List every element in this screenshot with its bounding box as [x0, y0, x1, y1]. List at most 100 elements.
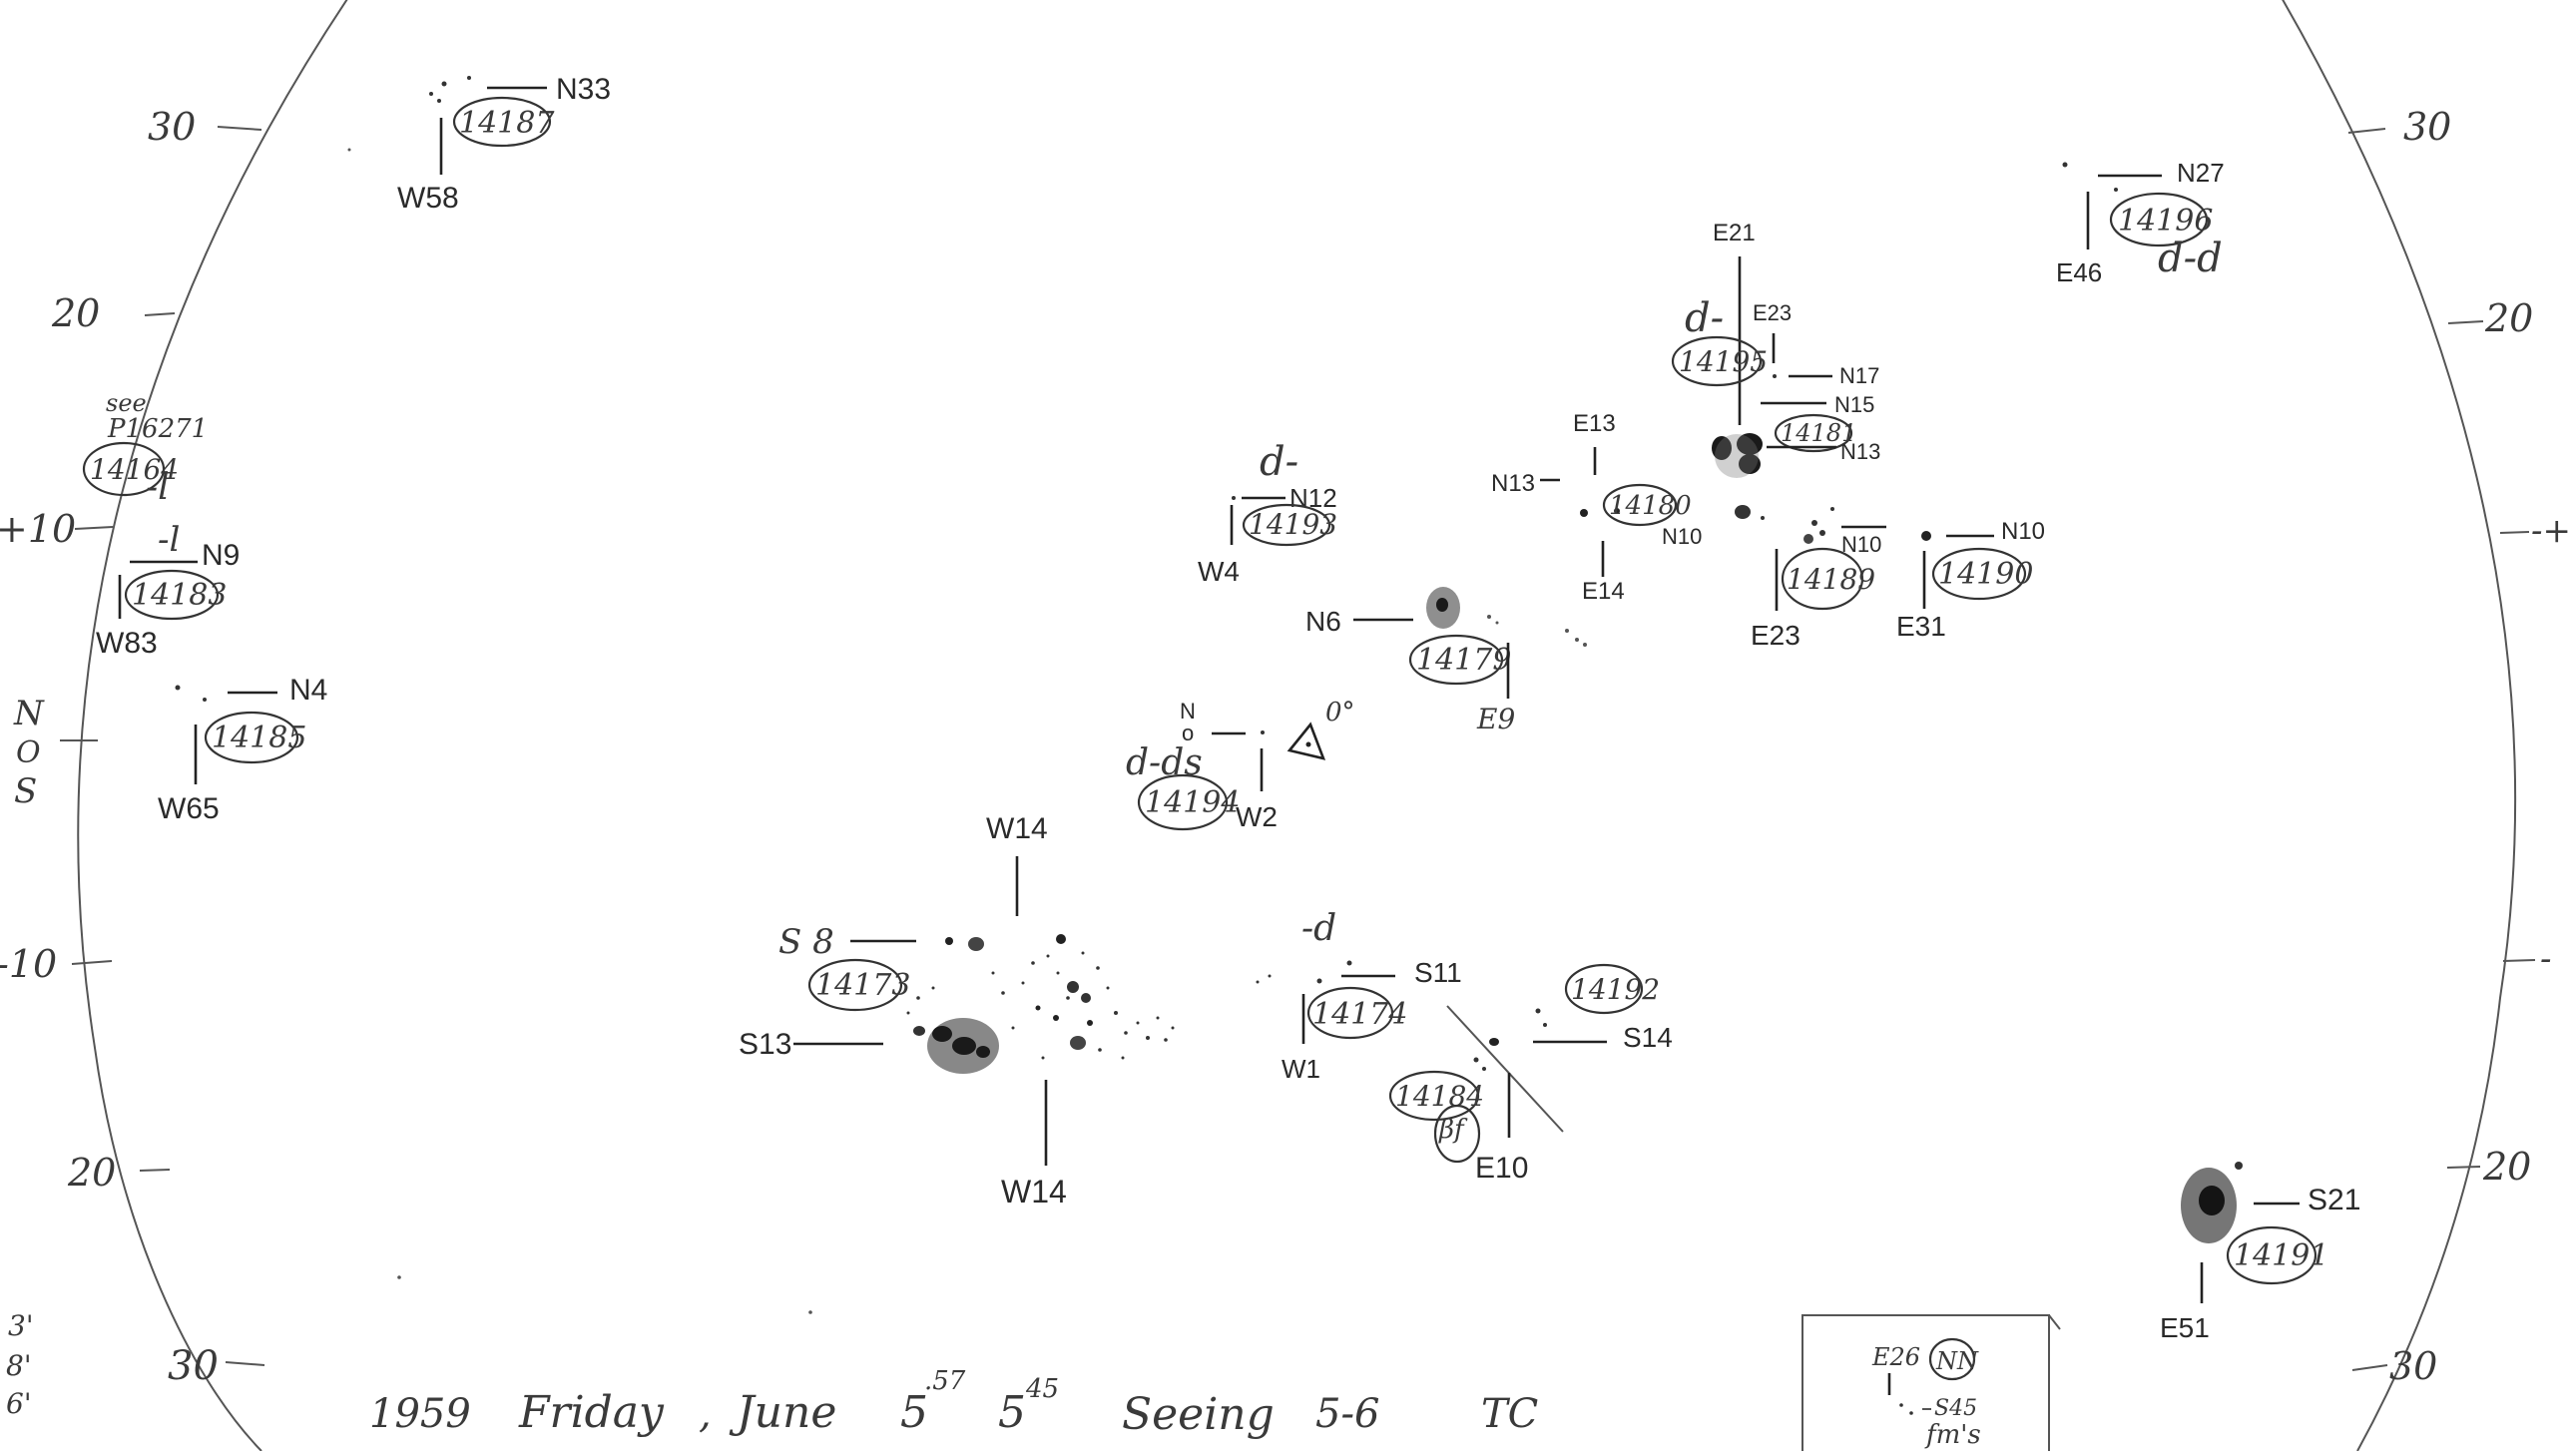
equator-marker: N O S [13, 694, 98, 811]
region-14180: E13 N13 14180 N10 E14 [1491, 410, 1702, 605]
svg-text:3': 3' [8, 1309, 34, 1342]
region-14187-number: 14187 [459, 106, 555, 141]
region-14173-lon-top: W14 [986, 812, 1048, 845]
region-14164-see: see [106, 389, 147, 417]
region-14185-number: 14185 [212, 721, 306, 755]
lat-tick-right-30: 30 [2403, 105, 2451, 149]
region-14179-number: 14179 [1416, 643, 1511, 678]
inset-lon: E26 [1871, 1343, 1920, 1371]
lat-tick-left-plus10: +10 [0, 507, 76, 551]
region-14189-lat: N10 [1841, 532, 1881, 557]
region-14187-lon: W58 [397, 182, 459, 215]
footer-year: 1959 [369, 1391, 471, 1437]
region-14194-n: N [1180, 699, 1196, 724]
lat-tick-left-30-south: 30 [168, 1343, 219, 1389]
region-14183-class: -l [158, 520, 180, 560]
region-14181-number: 14181 [1781, 419, 1856, 447]
footer-date: 5 [900, 1387, 928, 1438]
lat-tick-right-edge-2: - [2540, 939, 2552, 979]
region-14196: N27 14196 E46 d-d [2056, 158, 2225, 287]
left-latitude-scale: 30 20 +10 -10 20 30 [0, 105, 265, 1389]
footer-time: 5 [998, 1387, 1026, 1438]
region-14180-lon2: E14 [1582, 578, 1625, 605]
region-14174-number: 14174 [1312, 997, 1407, 1032]
lat-tick-right-edge-1: -+ [2531, 511, 2571, 551]
region-14196-class: d-d [2158, 236, 2223, 281]
region-14191-lat: S21 [2308, 1184, 2360, 1216]
equator-s: S [14, 771, 37, 811]
inset-label: NN [1935, 1347, 1979, 1375]
region-14180-lat2: N10 [1662, 524, 1702, 549]
lat-tick-right-20-south: 20 [2482, 1145, 2531, 1189]
region-14180-lat: N13 [1491, 470, 1535, 497]
region-14187: N33 14187 W58 [397, 73, 611, 215]
region-14183-number: 14183 [132, 578, 227, 613]
region-14164: see P16271 14164 -l [82, 389, 208, 508]
region-14185-lon: W65 [158, 792, 220, 825]
footer-seeing-label: Seeing [1122, 1389, 1275, 1440]
footer-observer: TC [1481, 1391, 1538, 1437]
lat-tick-right-20: 20 [2484, 296, 2533, 340]
region-14194: N o d-ds 14194 W2 0° [1126, 698, 1355, 832]
svg-text:,: , [699, 1391, 712, 1437]
region-14164-class: -l [146, 467, 170, 508]
region-14181-lat3: N13 [1840, 439, 1880, 464]
region-14181: N17 N15 14181 N13 [1712, 363, 1880, 478]
region-14192-number: 14192 [1571, 973, 1660, 1006]
region-14196-lat: N27 [2177, 158, 2225, 188]
region-14189-lon: E23 [1751, 620, 1800, 651]
region-14195-lon2: E23 [1753, 300, 1792, 325]
footer-date-sup: .57 [924, 1366, 966, 1396]
equator-o: O [16, 735, 41, 770]
inset-box: E26 NN S45 fm's [1801, 1314, 2061, 1451]
region-14184-lon: E10 [1475, 1152, 1528, 1185]
observation-footer: 1959 Friday , June 5 .57 5 45 Seeing 5-6… [369, 1366, 1538, 1440]
region-14180-lon: E13 [1573, 410, 1616, 437]
region-14179: N6 14179 E9 [1305, 587, 1587, 735]
footer-time-sup: 45 [1025, 1374, 1059, 1404]
region-14174-lat: S11 [1414, 957, 1462, 988]
region-14190-number: 14190 [1938, 557, 2033, 592]
region-14194-number: 14194 [1145, 785, 1240, 820]
region-14193-lat: N12 [1289, 483, 1337, 513]
region-14181-lat2: N15 [1834, 392, 1874, 417]
region-14183: -l N9 14183 W83 [96, 520, 240, 660]
lat-tick-left-minus10: -10 [0, 942, 57, 986]
lat-tick-left-30: 30 [148, 105, 196, 149]
region-14164-ref: P16271 [107, 414, 208, 444]
region-14189-number: 14189 [1787, 563, 1875, 596]
region-14185: N4 14185 W65 [158, 674, 327, 825]
lat-tick-right-30-south: 30 [2389, 1344, 2437, 1388]
solar-disk-outline [77, 0, 2517, 1452]
region-14190-lat: N10 [2001, 518, 2045, 545]
lat-tick-left-20: 20 [51, 291, 100, 335]
region-14195-number: 14195 [1679, 345, 1768, 378]
region-14196-number: 14196 [2118, 204, 2213, 239]
region-14191-lon: E51 [2160, 1312, 2210, 1343]
region-14183-lon: W83 [96, 627, 158, 660]
region-14184-number: 14184 [1395, 1080, 1484, 1113]
region-14185-lat: N4 [289, 674, 327, 707]
region-14181-lat: N17 [1839, 363, 1879, 388]
footer-seeing-value: 5-6 [1315, 1391, 1379, 1437]
inset-note: fm's [1924, 1420, 1981, 1450]
region-14179-lon: E9 [1476, 703, 1515, 735]
footer-day: Friday [518, 1387, 665, 1438]
region-14174-class: -d [1301, 908, 1336, 949]
region-14190-lon: E31 [1896, 611, 1946, 642]
left-edge-notes: 3' 8' 6' [6, 1309, 34, 1420]
region-14173-number: 14173 [815, 968, 910, 1003]
footer-month: June [729, 1387, 836, 1438]
region-14192-lat: S14 [1623, 1022, 1673, 1053]
region-14179-lat: N6 [1305, 606, 1341, 637]
region-14192: 14192 S14 [1533, 963, 1673, 1053]
lat-tick-left-20-south: 20 [67, 1151, 116, 1195]
region-14174: -d S11 14174 W1 [1256, 908, 1462, 1084]
region-14180-number: 14180 [1609, 491, 1692, 521]
region-14193-lon: W4 [1198, 556, 1240, 587]
stray-marks [347, 148, 812, 1314]
region-14164-number: 14164 [90, 453, 179, 486]
svg-text:6': 6' [6, 1387, 32, 1420]
